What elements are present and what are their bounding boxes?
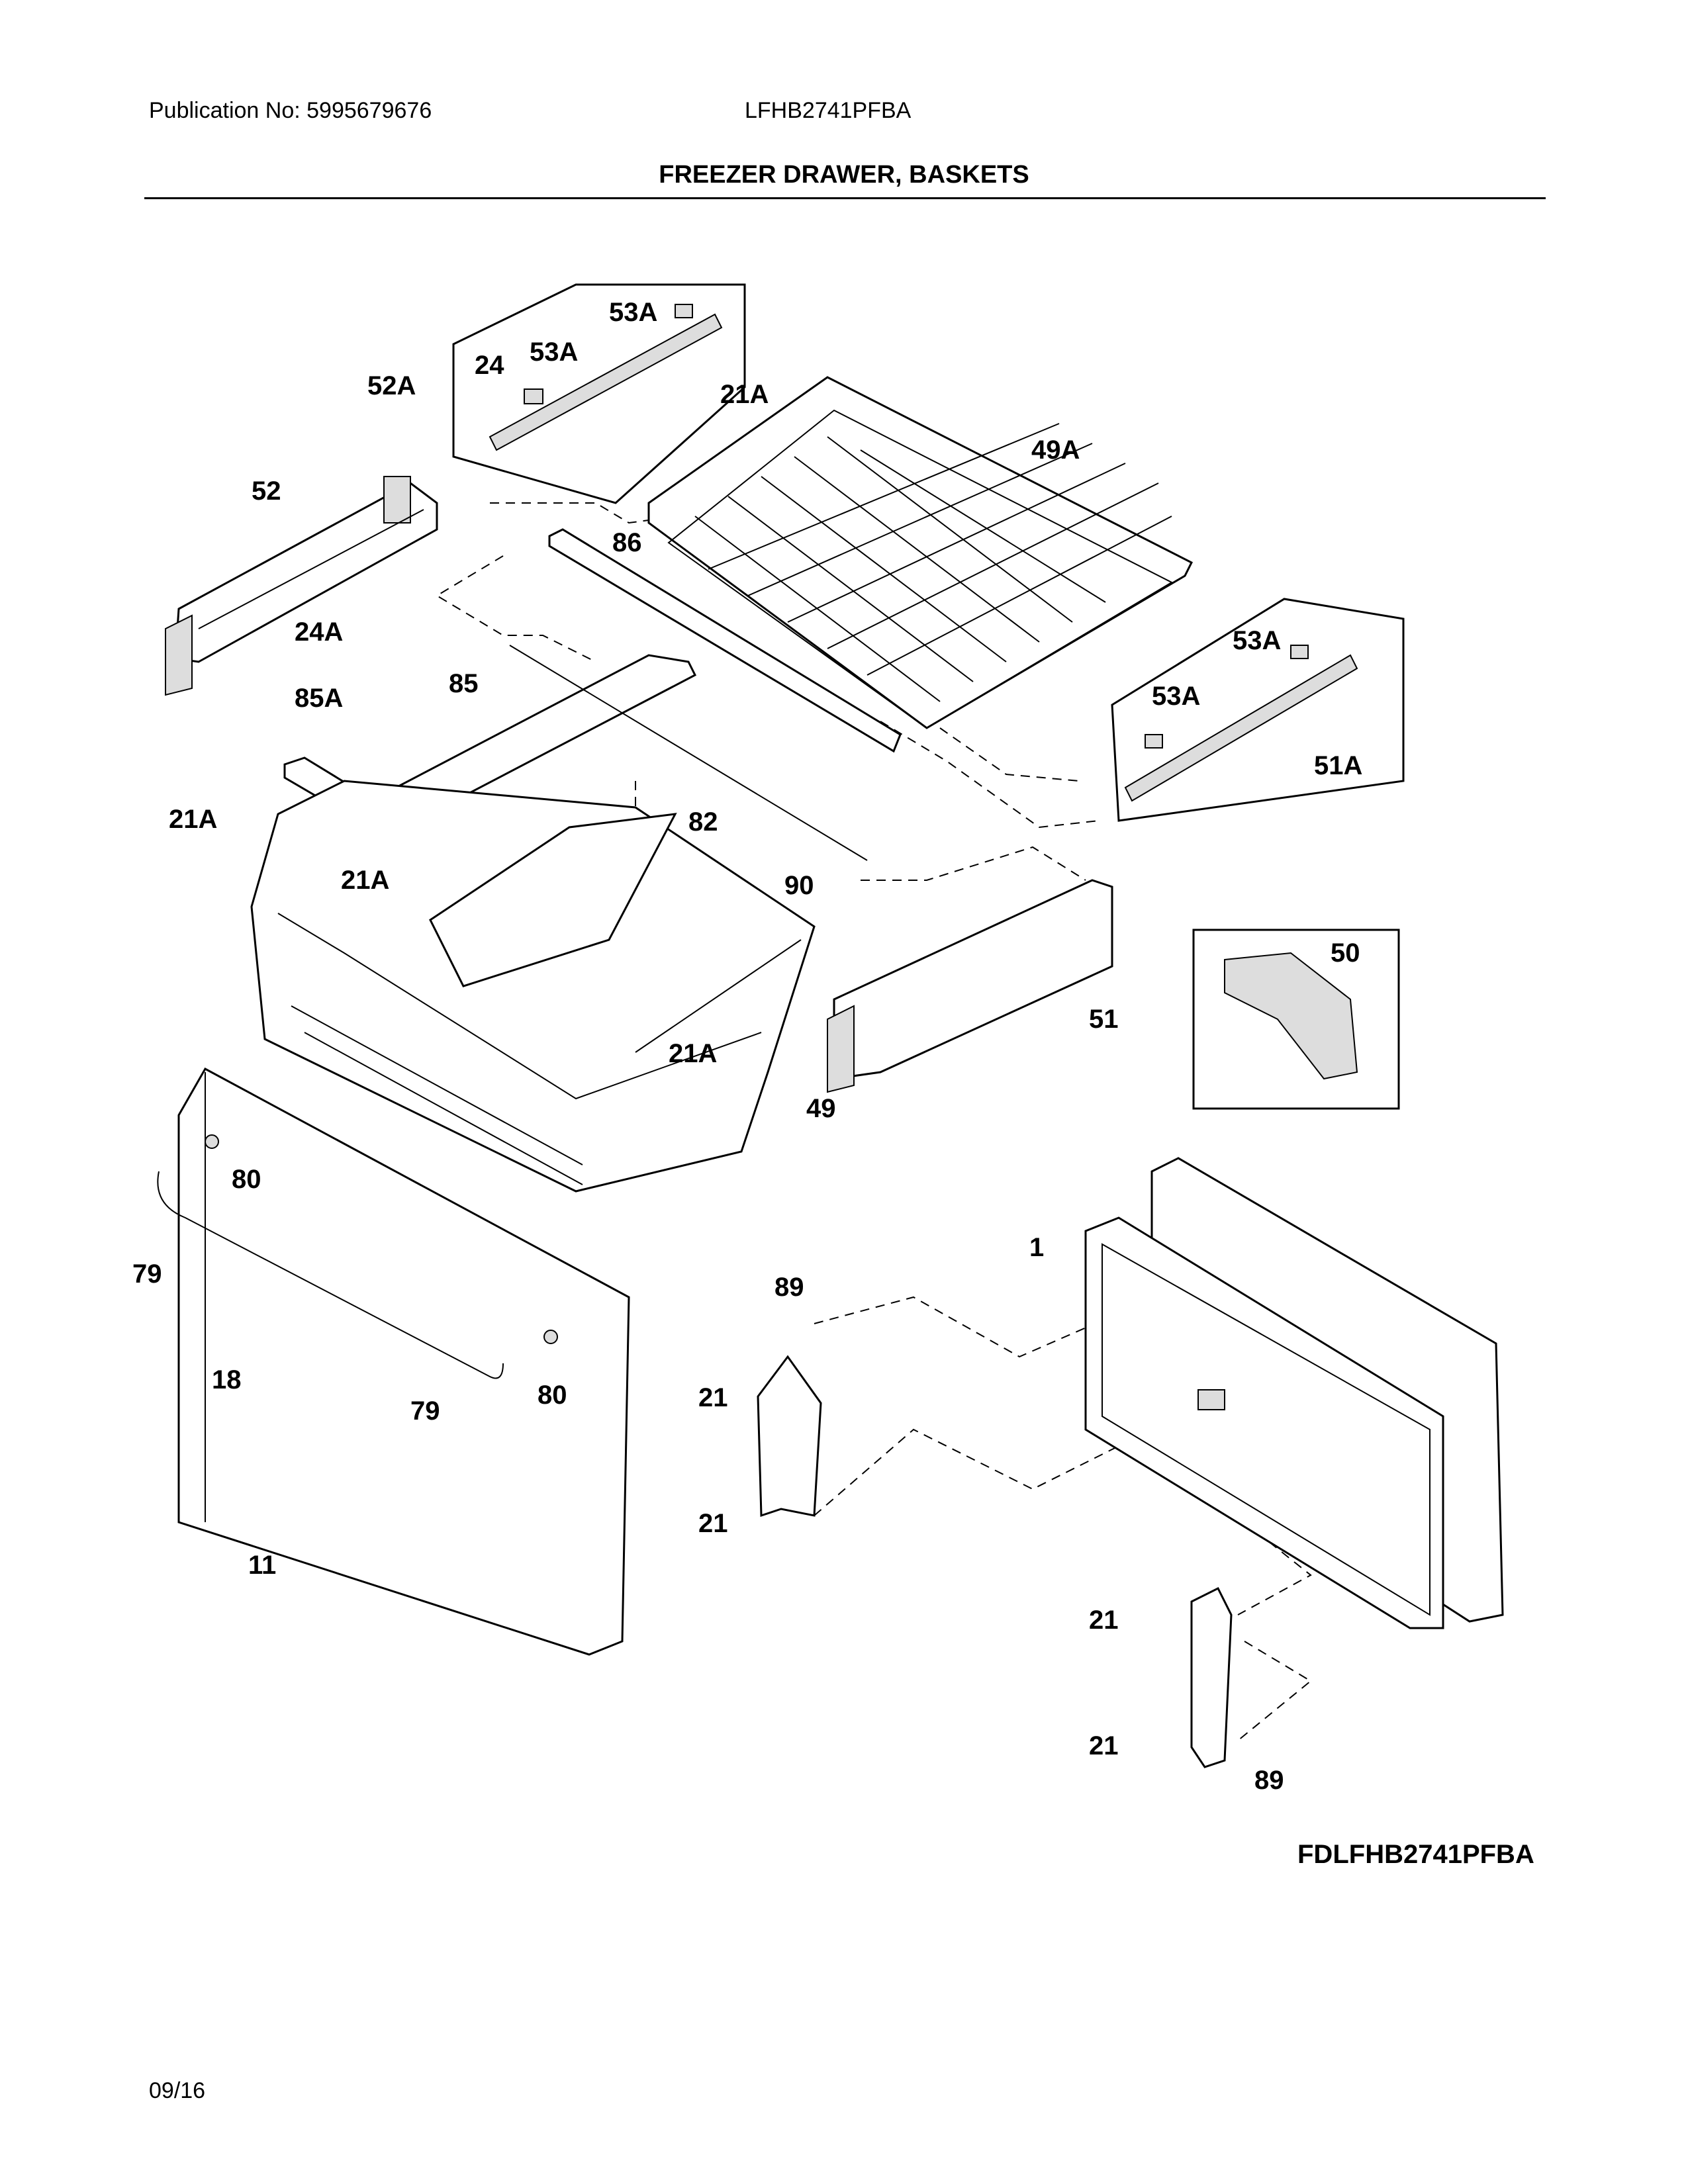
wire-basket-49a: [647, 376, 1194, 729]
callout-89: 89: [774, 1273, 804, 1302]
callout-53a: 53A: [609, 298, 658, 327]
callout-24: 24: [475, 351, 504, 380]
callout-80: 80: [232, 1165, 261, 1194]
door-panel-1: [1084, 1157, 1504, 1629]
callout-52: 52: [252, 477, 281, 506]
bracket-50: [1224, 952, 1358, 1080]
callout-53a: 53A: [1152, 682, 1201, 711]
bracket-89-low: [1190, 1586, 1233, 1768]
callout-21: 21: [1089, 1606, 1119, 1635]
callout-51a: 51A: [1314, 751, 1363, 780]
callout-21a: 21A: [720, 380, 769, 409]
detail-box-51a: [1111, 598, 1405, 822]
callout-49: 49: [806, 1094, 836, 1123]
callout-85: 85: [449, 669, 479, 698]
callout-49a: 49A: [1031, 435, 1080, 465]
lower-basket-49: [250, 780, 816, 1193]
callout-51: 51: [1089, 1005, 1119, 1034]
callout-89: 89: [1254, 1766, 1284, 1795]
callout-18: 18: [212, 1365, 242, 1394]
callout-50: 50: [1331, 938, 1360, 968]
callout-79: 79: [410, 1396, 440, 1426]
callout-90: 90: [784, 871, 814, 900]
callout-21: 21: [698, 1509, 728, 1538]
callout-52a: 52A: [367, 371, 416, 400]
rod-90: [509, 645, 868, 861]
callout-79: 79: [132, 1259, 162, 1289]
revision-date: 09/16: [149, 2078, 206, 2103]
title-rule: [144, 197, 1546, 199]
callout-80: 80: [538, 1381, 567, 1410]
publication-number: Publication No: 5995679676: [149, 98, 432, 123]
callout-1: 1: [1029, 1233, 1045, 1262]
page-title: FREEZER DRAWER, BASKETS: [659, 161, 1029, 189]
slide-rail-52: [165, 476, 438, 696]
trim-strip-86: [548, 528, 902, 753]
callout-21a: 21A: [341, 866, 390, 895]
callout-11: 11: [248, 1551, 277, 1580]
drawer-front-11: [157, 1067, 630, 1656]
callout-21a: 21A: [169, 805, 218, 834]
callout-86: 86: [612, 528, 642, 557]
bracket-89-top: [757, 1355, 822, 1518]
callout-21a: 21A: [669, 1039, 718, 1068]
callout-21: 21: [698, 1383, 728, 1412]
callout-82: 82: [688, 807, 718, 837]
callout-21: 21: [1089, 1731, 1119, 1760]
drawing-code: FDLFHB2741PFBA: [1297, 1840, 1534, 1869]
model-number: LFHB2741PFBA: [745, 98, 912, 123]
detail-box-52a: [452, 283, 746, 504]
rail-51: [827, 879, 1113, 1093]
callout-53a: 53A: [1233, 626, 1282, 655]
callout-53a: 53A: [530, 338, 579, 367]
callout-85a: 85A: [295, 684, 344, 713]
callout-24a: 24A: [295, 617, 344, 647]
